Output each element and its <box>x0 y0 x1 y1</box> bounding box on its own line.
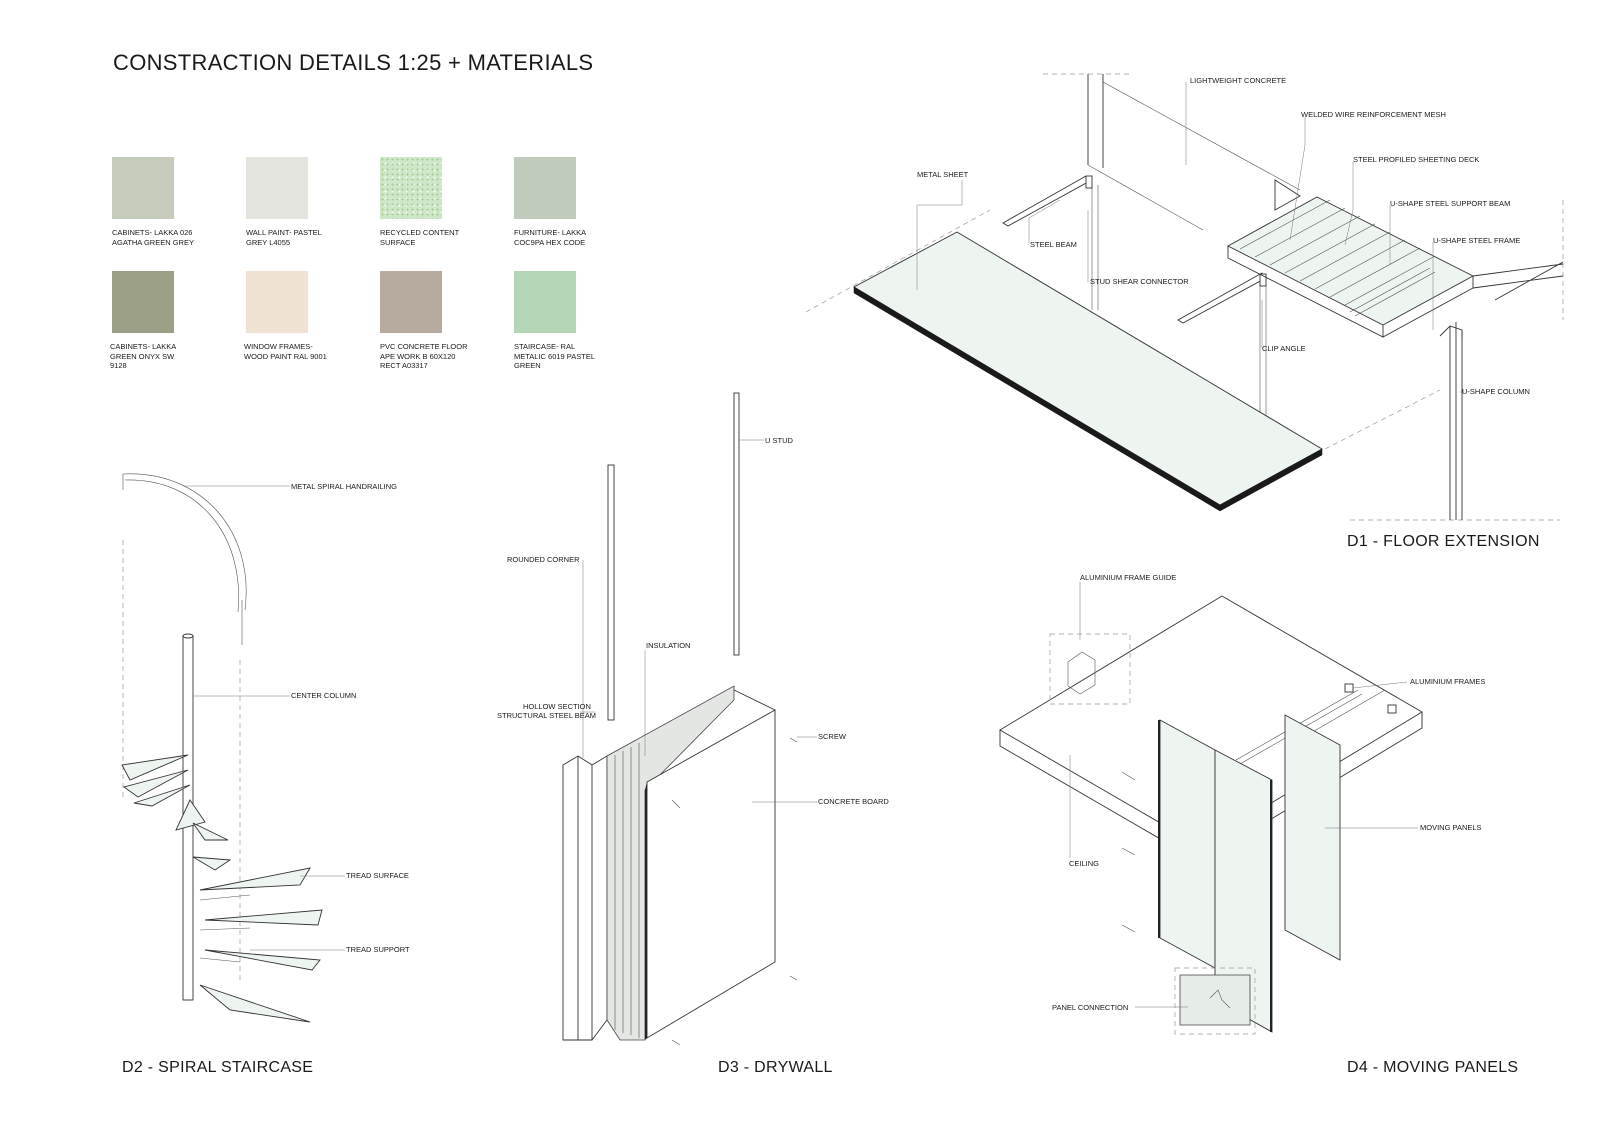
d1-floor-extension-drawing: LIGHTWEIGHT CONCRETE WELDED WIRE REINFOR… <box>805 73 1564 521</box>
label-insulation: INSULATION <box>646 641 690 650</box>
label-stud-shear-connector: STUD SHEAR CONNECTOR <box>1090 277 1189 286</box>
material-label: RECYCLED CONTENT SURFACE <box>380 228 460 247</box>
material-label: CABINETS- LAKKA 026 AGATHA GREEN GREY <box>112 228 194 247</box>
label-clip-angle: CLIP ANGLE <box>1262 344 1306 353</box>
material-label: FURNITURE- LAKKA COC9PA HEX CODE <box>514 228 586 247</box>
material-label: CABINETS- LAKKA GREEN ONYX SW 9128 <box>110 342 176 370</box>
material-swatch-recycled-surface <box>380 157 442 219</box>
label-rounded-corner: ROUNDED CORNER <box>507 555 580 564</box>
material-swatch-window-frames <box>246 271 308 333</box>
label-u-shape-steel-frame: U-SHAPE STEEL FRAME <box>1433 236 1520 245</box>
material-swatch-staircase <box>514 271 576 333</box>
label-structural-steel-beam: STRUCTURAL STEEL BEAM <box>497 711 596 720</box>
label-u-shape-support-beam: U-SHAPE STEEL SUPPORT BEAM <box>1390 199 1510 208</box>
label-ceiling: CEILING <box>1069 859 1099 868</box>
d3-drywall-drawing: U STUD ROUNDED CORNER INSULATION HOLLOW … <box>497 392 889 1046</box>
label-u-stud: U STUD <box>765 436 794 445</box>
material-label: WALL PAINT- PASTEL GREY L4055 <box>246 228 322 247</box>
label-screw: SCREW <box>818 732 847 741</box>
label-aluminium-frame-guide: ALUMINIUM FRAME GUIDE <box>1080 573 1176 582</box>
material-label: PVC CONCRETE FLOOR APE WORK B 60X120 REC… <box>380 342 468 370</box>
label-u-shape-column: U-SHAPE COLUMN <box>1462 387 1530 396</box>
label-steel-profiled-deck: STEEL PROFILED SHEETING DECK <box>1353 155 1479 164</box>
d2-spiral-staircase-drawing: METAL SPIRAL HANDRAILING CENTER COLUMN T… <box>121 473 410 1023</box>
material-swatch-wall-paint <box>246 157 308 219</box>
sheet-title: CONSTRACTION DETAILS 1:25 + MATERIALS <box>113 50 594 75</box>
label-aluminium-frames: ALUMINIUM FRAMES <box>1410 677 1485 686</box>
label-moving-panels: MOVING PANELS <box>1420 823 1482 832</box>
label-tread-surface: TREAD SURFACE <box>346 871 409 880</box>
label-welded-wire-mesh: WELDED WIRE REINFORCEMENT MESH <box>1301 110 1446 119</box>
label-metal-sheet: METAL SHEET <box>917 170 969 179</box>
label-panel-connection: PANEL CONNECTION <box>1052 1003 1128 1012</box>
material-label: STAIRCASE- RAL METALIC 6019 PASTEL GREEN <box>514 342 595 370</box>
label-concrete-board: CONCRETE BOARD <box>818 797 889 806</box>
material-swatch-cabinets-onyx <box>112 271 174 333</box>
label-steel-beam: STEEL BEAM <box>1030 240 1077 249</box>
label-hollow-section: HOLLOW SECTION <box>523 702 591 711</box>
material-swatch-pvc-concrete-floor <box>380 271 442 333</box>
label-metal-spiral-handrailing: METAL SPIRAL HANDRAILING <box>291 482 397 491</box>
material-swatch-furniture <box>514 157 576 219</box>
label-tread-support: TREAD SUPPORT <box>346 945 410 954</box>
detail-title-d4: D4 - MOVING PANELS <box>1347 1059 1519 1076</box>
material-swatch-cabinets-agatha <box>112 157 174 219</box>
d4-moving-panels-drawing: ALUMINIUM FRAME GUIDE ALUMINIUM FRAMES M… <box>999 573 1485 1035</box>
label-center-column: CENTER COLUMN <box>291 691 356 700</box>
material-label: WINDOW FRAMES- WOOD PAINT RAL 9001 <box>244 342 327 361</box>
detail-title-d2: D2 - SPIRAL STAIRCASE <box>122 1059 314 1076</box>
detail-title-d3: D3 - DRYWALL <box>718 1059 833 1076</box>
detail-title-d1: D1 - FLOOR EXTENSION <box>1347 533 1540 550</box>
label-lightweight-concrete: LIGHTWEIGHT CONCRETE <box>1190 76 1286 85</box>
